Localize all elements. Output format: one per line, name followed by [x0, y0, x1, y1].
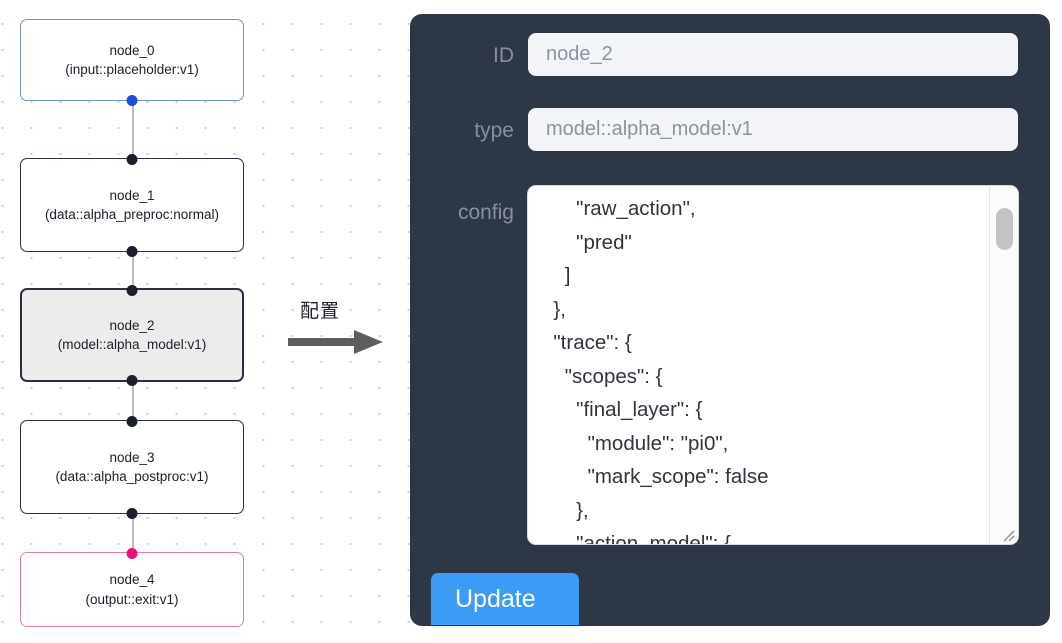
config-scrollbar-thumb[interactable] — [996, 208, 1013, 250]
node-handle-top[interactable] — [126, 153, 138, 165]
node-config-panel: ID node_2 type model::alpha_model:v1 con… — [410, 14, 1050, 626]
id-input[interactable]: node_2 — [528, 33, 1018, 76]
right-arrow-icon — [288, 330, 383, 354]
edge-node0-node1 — [132, 95, 134, 163]
edge-node3-node4 — [132, 509, 134, 557]
node-subtitle: (data::alpha_preproc:normal) — [44, 207, 220, 222]
type-field-label: type — [474, 119, 514, 142]
node-title: node_2 — [109, 317, 155, 333]
node-handle-bottom[interactable] — [126, 245, 138, 257]
edge-node2-node3 — [132, 377, 134, 425]
node-title: node_3 — [109, 449, 155, 465]
node-graph[interactable]: node_0 (input::placeholder:v1) node_1 (d… — [0, 0, 400, 643]
node-handle-bottom[interactable] — [126, 374, 138, 386]
graph-node-node_1[interactable]: node_1 (data::alpha_preproc:normal) — [20, 153, 244, 257]
type-field-row: type model::alpha_model:v1 — [410, 108, 1050, 151]
node-handle-bottom[interactable] — [126, 94, 138, 106]
node-subtitle: (input::placeholder:v1) — [65, 62, 199, 77]
node-subtitle: (data::alpha_postproc:v1) — [55, 469, 209, 484]
graph-node-node_0[interactable]: node_0 (input::placeholder:v1) — [20, 19, 244, 106]
config-textarea-wrapper[interactable]: "raw_action", "pred" ] }, "trace": { "sc… — [528, 186, 1018, 544]
transition-annotation: 配置 — [288, 296, 398, 355]
node-title: node_4 — [109, 572, 155, 588]
id-field-row: ID node_2 — [410, 33, 1050, 76]
node-handle-top[interactable] — [126, 547, 138, 559]
node-title: node_1 — [109, 187, 155, 203]
id-field-label: ID — [493, 44, 514, 67]
resize-grip-icon[interactable] — [1000, 527, 1016, 543]
node-handle-top[interactable] — [126, 415, 138, 427]
update-button[interactable]: Update — [431, 573, 579, 625]
node-handle-top[interactable] — [126, 284, 138, 296]
transition-label: 配置 — [300, 300, 341, 322]
config-field-row: config "raw_action", "pred" ] }, "trace"… — [410, 186, 1050, 544]
node-handle-bottom[interactable] — [126, 507, 138, 519]
graph-node-node_4[interactable]: node_4 (output::exit:v1) — [20, 547, 244, 627]
config-scrollbar[interactable] — [989, 186, 1018, 544]
node-title: node_0 — [109, 42, 155, 58]
node-subtitle: (output::exit:v1) — [85, 591, 179, 607]
edge-node1-node2 — [132, 247, 134, 293]
node-subtitle: (model::alpha_model:v1) — [57, 337, 207, 352]
type-input[interactable]: model::alpha_model:v1 — [528, 108, 1018, 151]
graph-node-node_3[interactable]: node_3 (data::alpha_postproc:v1) — [20, 415, 244, 519]
config-field-label: config — [457, 201, 514, 224]
graph-node-node_2[interactable]: node_2 (model::alpha_model:v1) — [20, 284, 244, 386]
config-textarea[interactable]: "raw_action", "pred" ] }, "trace": { "sc… — [553, 197, 769, 544]
